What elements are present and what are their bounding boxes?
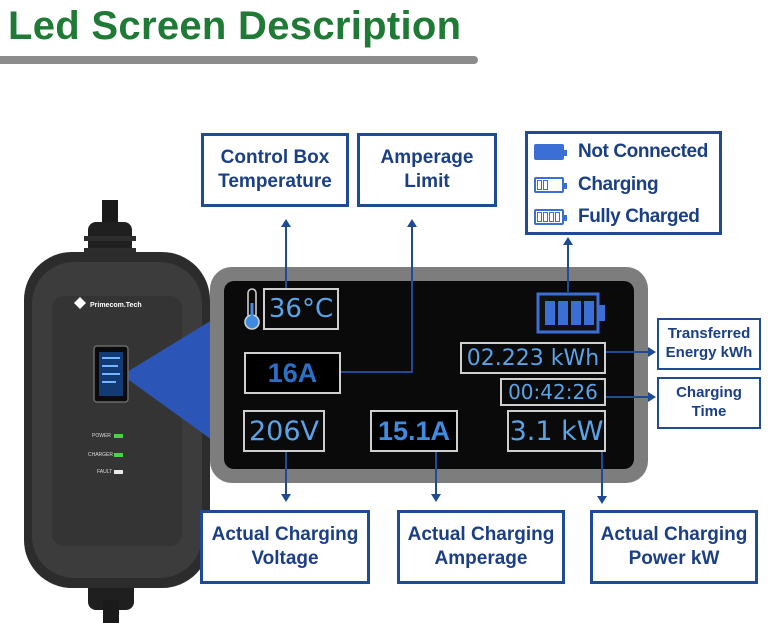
legend-label: Charging <box>578 174 659 195</box>
fault-indicator-label: FAULT <box>97 469 113 475</box>
connector-line <box>285 225 287 288</box>
connector-line <box>567 244 569 292</box>
legend-label: Not Connected <box>578 141 708 162</box>
legend-item-fully-charged: Fully Charged <box>534 206 700 228</box>
brand-logo-text: Primecom.Tech <box>90 302 142 309</box>
label-line: Transferred <box>667 325 751 343</box>
charger-control-box-illustration <box>24 200 212 623</box>
legend-item-not-connected: Not Connected <box>534 141 708 163</box>
power-value: 3.1 kW <box>507 410 606 452</box>
arrow-up-icon <box>407 219 417 227</box>
label-line: Energy kWh <box>665 344 753 361</box>
label-line: Control Box <box>220 147 330 169</box>
arrow-down-icon <box>281 494 291 502</box>
arrow-down-icon <box>431 494 441 502</box>
amperage-limit-value: 16A <box>244 352 341 394</box>
label-line: Actual Charging <box>407 524 555 546</box>
thermometer-icon <box>244 288 260 330</box>
temperature-value: 36°C <box>263 288 339 330</box>
label-actual-charging-power: Actual Charging Power kW <box>590 510 758 584</box>
connector-line <box>606 351 650 353</box>
label-line: Time <box>691 403 727 420</box>
page-title: Led Screen Description <box>8 4 462 48</box>
battery-full-icon <box>536 292 605 334</box>
connector-line <box>341 371 413 373</box>
label-line: Amperage <box>380 147 474 169</box>
label-line: Power kW <box>628 548 720 569</box>
label-line: Charging <box>676 384 742 402</box>
connector-line <box>411 225 413 373</box>
connector-line <box>435 452 437 494</box>
voltage-value: 206V <box>243 410 325 452</box>
legend-label: Fully Charged <box>578 206 700 227</box>
amperage-value: 15.1A <box>370 410 458 452</box>
label-charging-time: Charging Time <box>657 377 761 429</box>
label-actual-charging-amperage: Actual Charging Amperage <box>397 510 565 584</box>
label-line: Actual Charging <box>600 524 748 546</box>
battery-four-bars-icon <box>534 209 567 225</box>
connector-line <box>285 452 287 494</box>
label-amperage-limit: Amperage Limit <box>357 133 497 207</box>
arrow-down-icon <box>597 496 607 504</box>
label-line: Voltage <box>251 548 319 569</box>
label-control-box-temperature: Control Box Temperature <box>201 133 349 207</box>
arrow-up-icon <box>563 237 573 245</box>
energy-value: 02.223 kWh <box>460 342 606 374</box>
label-line: Actual Charging <box>211 524 359 546</box>
battery-solid-icon <box>534 144 567 160</box>
arrow-right-icon <box>648 347 656 357</box>
label-line: Temperature <box>218 171 332 192</box>
label-line: Amperage <box>434 548 528 569</box>
label-actual-charging-voltage: Actual Charging Voltage <box>200 510 370 584</box>
charging-time-value: 00:42:26 <box>500 378 606 406</box>
battery-two-bars-icon <box>534 177 567 193</box>
power-indicator-label: POWER <box>92 433 111 439</box>
legend-item-charging: Charging <box>534 174 659 196</box>
connector-line <box>601 452 603 496</box>
charger-indicator-label: CHARGER <box>88 452 114 458</box>
label-line: Limit <box>404 171 450 192</box>
title-underline <box>0 56 478 64</box>
arrow-right-icon <box>648 392 656 402</box>
connector-line <box>606 396 650 398</box>
arrow-up-icon <box>281 219 291 227</box>
label-transferred-energy: Transferred Energy kWh <box>657 318 761 370</box>
